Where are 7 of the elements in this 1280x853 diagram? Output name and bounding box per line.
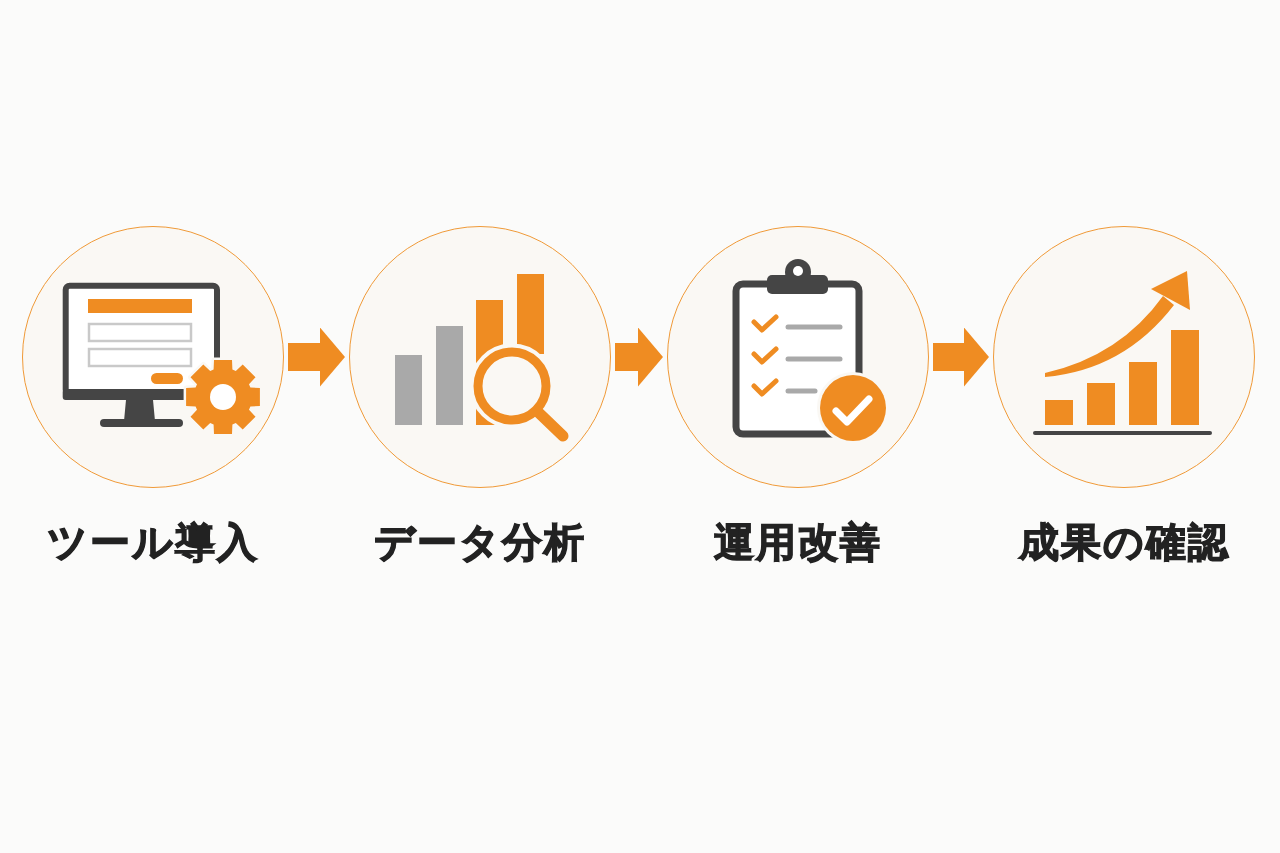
arrow xyxy=(933,327,989,387)
step-label: 運用改善 xyxy=(714,518,882,566)
step-label: ツール導入 xyxy=(47,518,259,566)
arrow xyxy=(288,327,345,387)
step-label: データ分析 xyxy=(374,518,586,566)
arrow xyxy=(615,327,663,387)
step-label: 成果の確認 xyxy=(1018,518,1230,566)
